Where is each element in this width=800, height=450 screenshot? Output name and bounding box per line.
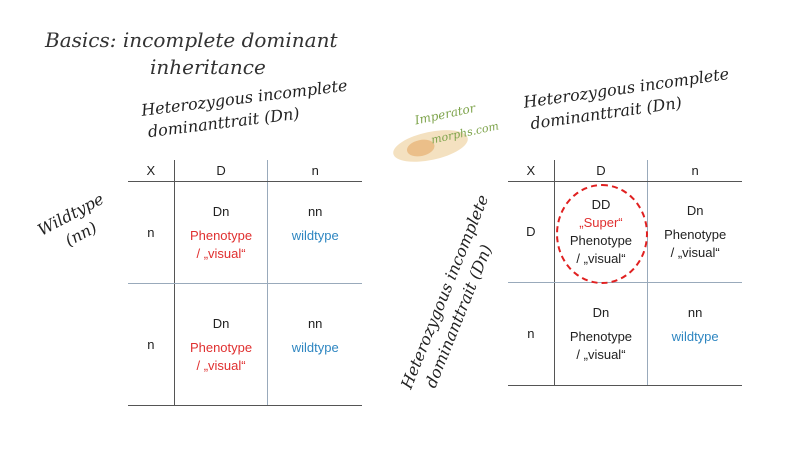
phenotype: Phenotype <box>569 329 633 344</box>
genotype: nn <box>687 305 703 320</box>
corner-cell: X <box>128 160 175 182</box>
cell: nn wildtype <box>267 283 362 406</box>
phenotype: Phenotype <box>664 227 727 242</box>
left-side-label: Wildtype (nn) <box>34 188 118 261</box>
row-header: n <box>128 283 175 406</box>
right-side-label: Heterozygous incomplete dominanttrait (D… <box>396 192 515 401</box>
col-header: n <box>267 160 362 182</box>
logo-icon: Imperator morphs.com <box>393 101 500 162</box>
genotype: Dn <box>212 203 230 219</box>
cell: nn wildtype <box>267 181 362 284</box>
genotype: Dn <box>686 203 704 218</box>
phenotype: / „visual“ <box>196 357 246 373</box>
right-top-label: Heterozygous incomplete dominanttrait (D… <box>522 63 734 135</box>
phenotype: / „visual“ <box>196 245 246 261</box>
cell: nn wildtype <box>647 282 742 386</box>
phenotype: / „visual“ <box>576 347 626 362</box>
phenotype: / „visual“ <box>670 245 720 260</box>
super-highlight-circle <box>556 184 648 284</box>
genotype: nn <box>307 315 323 331</box>
corner-cell: X <box>508 160 555 182</box>
genotype: Dn <box>212 315 230 331</box>
left-top-label: Heterozygous incomplete dominanttrait (D… <box>140 75 351 144</box>
phenotype: wildtype <box>671 329 719 344</box>
phenotype: wildtype <box>291 227 339 243</box>
genotype: nn <box>307 203 323 219</box>
genotype: Dn <box>592 305 610 320</box>
phenotype: Phenotype <box>189 227 253 243</box>
col-header: D <box>174 160 269 182</box>
row-header: n <box>508 282 555 386</box>
logo: Imperator morphs.com <box>383 92 512 172</box>
row-header: n <box>128 181 175 284</box>
col-header: n <box>647 160 742 182</box>
phenotype: wildtype <box>291 339 339 355</box>
phenotype: Phenotype <box>189 339 253 355</box>
title-line2: inheritance <box>150 55 266 79</box>
title-line1: Basics: incomplete dominant <box>45 28 338 52</box>
col-header: D <box>554 160 649 182</box>
svg-text:Imperator: Imperator <box>412 101 477 128</box>
row-header: D <box>508 181 555 283</box>
